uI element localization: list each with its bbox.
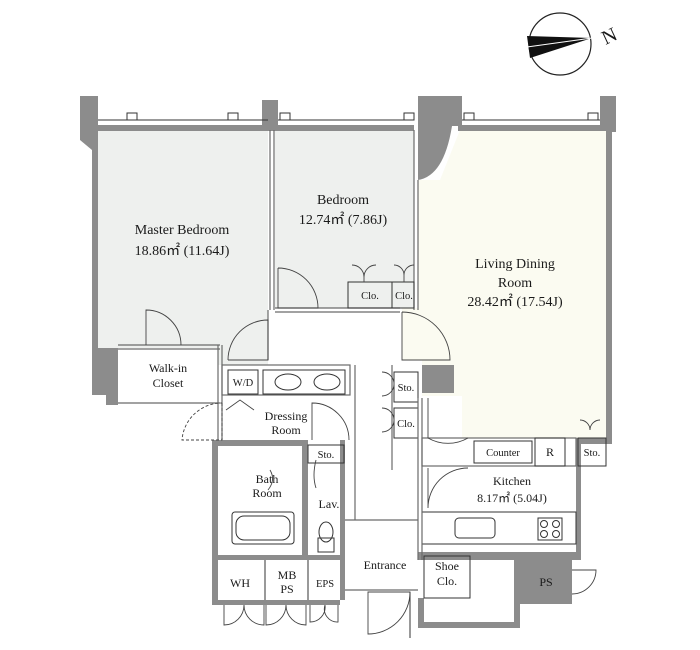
shoe-line2: Clo. — [437, 574, 457, 588]
bath-line2: Room — [252, 486, 282, 500]
north-arrow-icon: N — [526, 12, 621, 76]
interior-column — [422, 365, 454, 393]
wall-bath-frame — [212, 440, 308, 446]
pier-top-mid — [262, 100, 278, 131]
bedroom-name: Bedroom — [317, 193, 369, 208]
wall-left-utility — [212, 440, 218, 605]
exterior-walls — [80, 96, 616, 628]
wall-bottom-utility — [212, 555, 340, 560]
bedroom-area: 12.74㎡ (7.86J) — [299, 212, 388, 228]
wall-lav-right — [340, 440, 345, 600]
living-area: 28.42㎡ (17.54J) — [467, 294, 563, 310]
living-name-line1: Living Dining — [475, 257, 555, 272]
bedroom-floor — [275, 130, 414, 308]
clo-2-label: Clo. — [395, 291, 413, 302]
wh-label: WH — [230, 576, 250, 590]
clo-1-label: Clo. — [361, 291, 379, 302]
pier-top-right — [600, 96, 616, 132]
pier-top-left — [80, 96, 98, 116]
entrance-label: Entrance — [364, 558, 407, 572]
living-floor — [402, 130, 608, 438]
dressing-line2: Room — [271, 423, 301, 437]
mbps-line2: PS — [280, 582, 293, 596]
kitchen-name: Kitchen — [493, 474, 531, 488]
north-label: N — [598, 24, 620, 50]
shoe-line1: Shoe — [435, 559, 459, 573]
room-fills — [98, 130, 608, 438]
bath-line1: Bath — [256, 472, 279, 486]
wall-top-living — [458, 125, 608, 131]
sto-hall-1-label: Sto. — [398, 383, 415, 394]
wall-living-column — [418, 96, 462, 180]
wall-right-lower — [576, 438, 581, 556]
ps-label: PS — [539, 575, 552, 589]
master-bedroom-floor — [98, 130, 268, 365]
wall-bottom-utility-2 — [212, 600, 340, 605]
eps-label: EPS — [316, 579, 334, 590]
sto-dressing-label: Sto. — [318, 450, 335, 461]
fridge-label: R — [546, 445, 554, 459]
wall-right-kitchen — [576, 438, 612, 444]
master-bedroom-area: 18.86㎡ (11.64J) — [135, 243, 230, 259]
lav-label: Lav. — [319, 497, 340, 511]
wall-top-bedroom — [275, 125, 414, 131]
wall-master-left — [80, 96, 118, 405]
dressing-line1: Dressing — [265, 409, 308, 423]
kitchen-area: 8.17㎡ (5.04J) — [477, 491, 547, 505]
walkin-line2: Closet — [153, 376, 184, 390]
walkin-line1: Walk-in — [149, 361, 187, 375]
room-labels: Master Bedroom 18.86㎡ (11.64J) Bedroom 1… — [135, 193, 601, 596]
master-bedroom-name: Master Bedroom — [135, 223, 230, 238]
sto-kitchen-label: Sto. — [584, 448, 601, 459]
wall-ps — [520, 558, 572, 604]
wall-top-master — [98, 125, 268, 131]
wall-bath-right — [302, 440, 308, 558]
door-swings — [145, 264, 601, 638]
counter-label: Counter — [486, 448, 520, 459]
mbps-line1: MB — [278, 568, 297, 582]
sto-hall-2-label: Clo. — [397, 419, 415, 430]
wd-label: W/D — [233, 378, 254, 389]
wall-right-living — [606, 130, 612, 442]
living-name-line2: Room — [498, 276, 532, 291]
